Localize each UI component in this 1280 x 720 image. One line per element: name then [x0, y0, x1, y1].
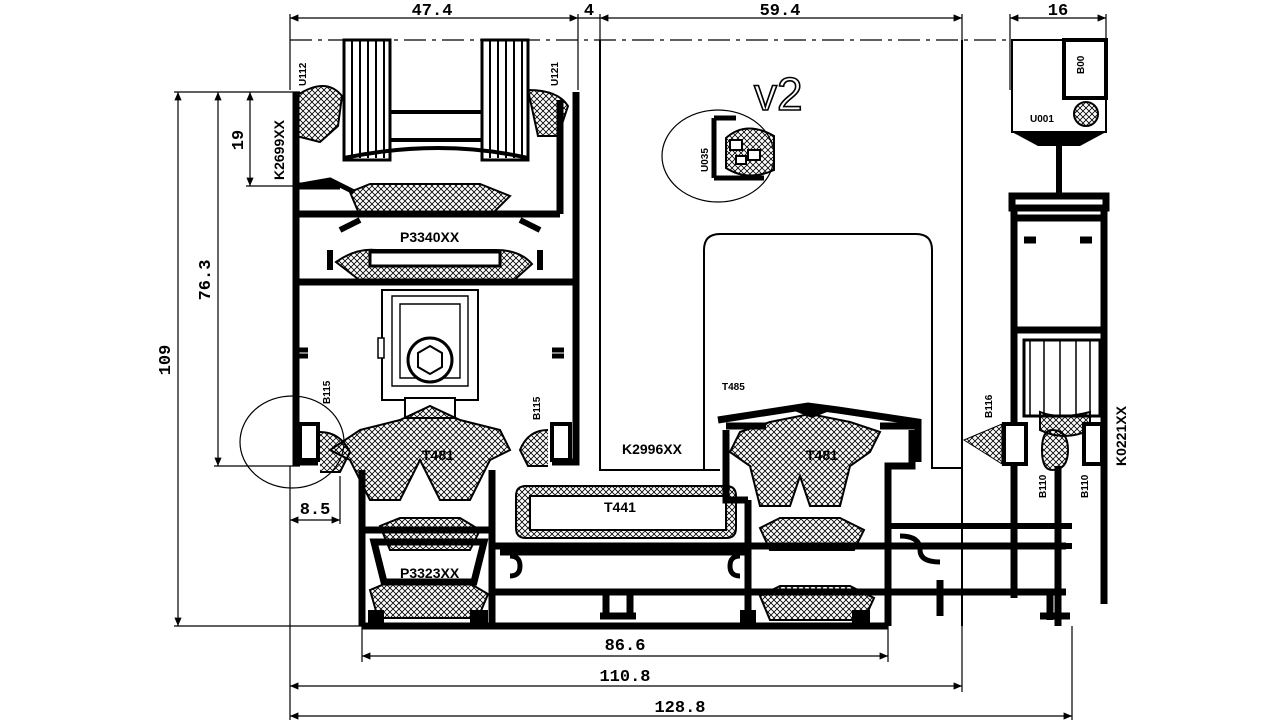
label-u001: U001	[1030, 114, 1054, 125]
label-t485: T485	[722, 382, 745, 393]
dim-top-gap: 4	[584, 2, 594, 21]
label-p3340: P3340XX	[400, 229, 460, 245]
label-b110-left: B110	[1038, 474, 1049, 498]
label-b00: B00	[1076, 55, 1087, 74]
label-k2996: K2996XX	[622, 441, 683, 457]
label-b116: B116	[984, 394, 995, 418]
label-t481-right: T481	[806, 447, 838, 463]
dim-left-bottom: 8.5	[300, 501, 331, 520]
dim-left-small: 19	[230, 130, 249, 150]
label-k0221: K0221XX	[1113, 405, 1129, 466]
label-u121: U121	[550, 62, 561, 86]
label-u112: U112	[298, 62, 309, 86]
label-k2699: K2699XX	[271, 119, 287, 180]
label-b115-right: B115	[532, 396, 543, 420]
label-u035: U035	[700, 148, 711, 172]
label-t481-left: T481	[422, 447, 454, 463]
label-b110-right: B110	[1080, 474, 1091, 498]
dim-bottom-inner: 86.6	[605, 637, 646, 656]
fixed-frame-profile	[962, 38, 1110, 626]
sash-profile	[292, 38, 888, 630]
dim-left-total: 109	[157, 345, 176, 376]
dim-left-mid: 76.3	[197, 260, 216, 301]
label-t441: T441	[604, 499, 636, 515]
right-thermal-profile	[717, 402, 1072, 626]
dimension-lines	[174, 14, 1107, 720]
dim-top-sash: 47.4	[412, 2, 453, 21]
dim-bottom-total: 128.8	[654, 699, 705, 718]
version-mark: v2	[754, 68, 803, 120]
label-p3323: P3323XX	[400, 565, 460, 581]
label-b115-left: B115	[322, 380, 333, 404]
dim-top-right: 16	[1048, 2, 1068, 21]
gasket-detail	[711, 115, 775, 181]
dim-bottom-mid: 110.8	[599, 668, 650, 687]
dim-top-frame: 59.4	[760, 2, 801, 21]
